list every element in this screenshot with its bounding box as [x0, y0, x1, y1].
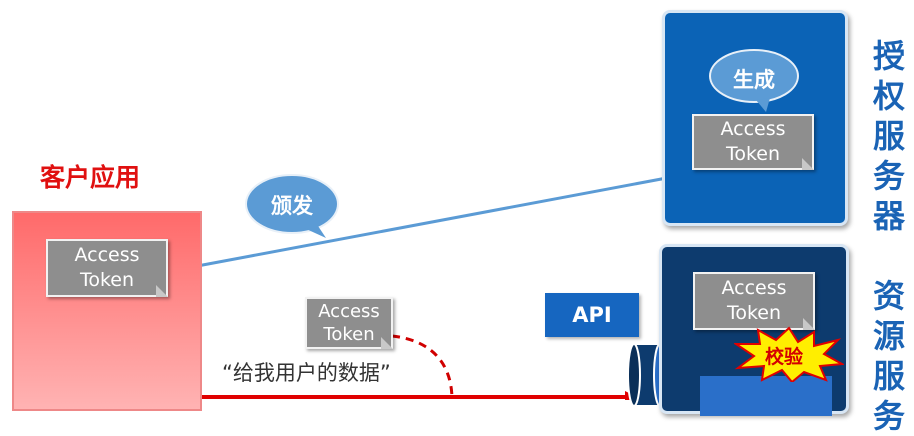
- client-access-token: Access Token: [46, 239, 168, 297]
- token-text-line2: Token: [726, 302, 782, 324]
- resource-access-token: Access Token: [693, 272, 815, 330]
- token-text-line2: Token: [725, 143, 781, 165]
- token-text-line1: Access: [721, 277, 787, 299]
- generate-bubble-text: 生成: [733, 68, 775, 92]
- request-dashed-link: [391, 334, 454, 400]
- token-text-line1: Access: [720, 118, 786, 140]
- client-app-title: 客户应用: [40, 163, 141, 192]
- token-text-line2: Token: [79, 269, 135, 291]
- verify-text: 校验: [765, 346, 804, 368]
- authorization-server-label: 授权服务器: [872, 37, 905, 235]
- issue-bubble-text: 颁发: [271, 194, 313, 218]
- resource-data-block: [700, 376, 832, 416]
- auth-access-token: Access Token: [692, 114, 814, 170]
- generate-bubble: [709, 49, 799, 112]
- request-quote: “给我用户的数据”: [222, 361, 391, 385]
- token-text-line1: Access: [74, 244, 140, 266]
- issue-arrow: [172, 172, 689, 274]
- resource-server-label: 资源服务: [872, 277, 905, 435]
- token-text-line1: Access: [318, 301, 380, 322]
- verify-burst: [734, 326, 844, 382]
- token-text-line2: Token: [323, 324, 375, 345]
- request-access-token: Access Token: [305, 297, 393, 349]
- api-label: API: [545, 293, 639, 337]
- issue-bubble: [245, 174, 339, 238]
